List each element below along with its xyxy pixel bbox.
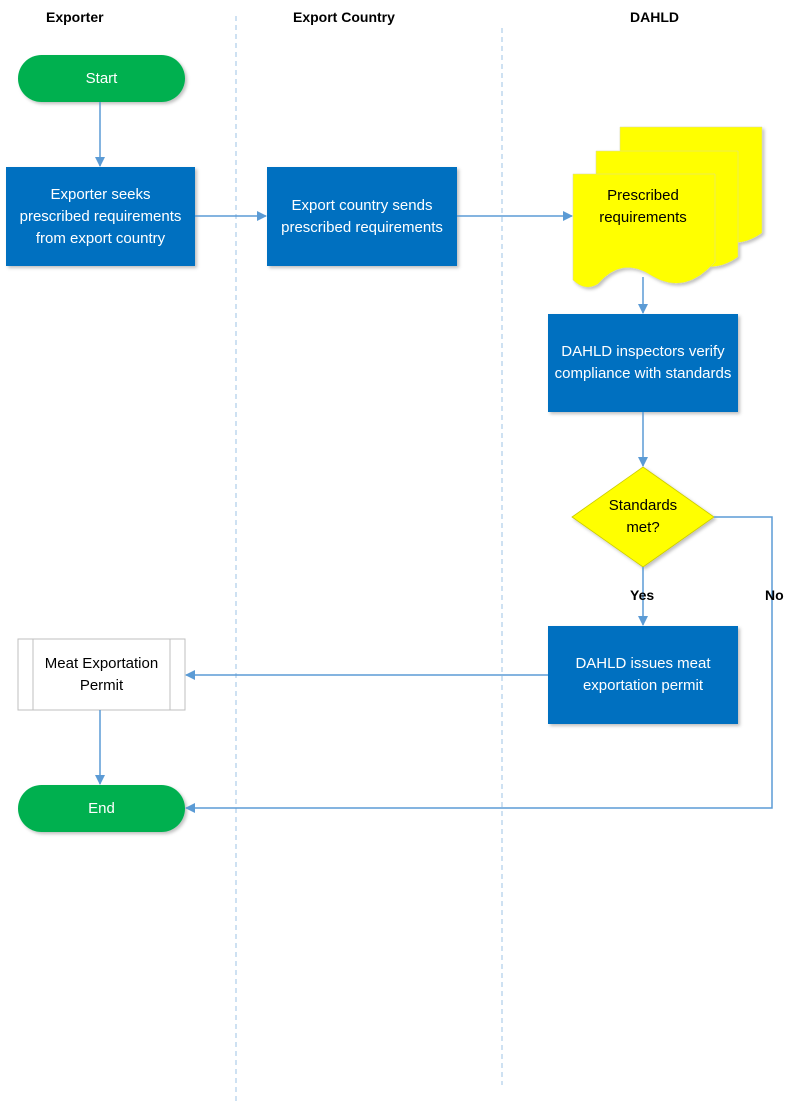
inspectors-verify-label: DAHLD inspectors verify compliance with … [554, 343, 732, 382]
no-label: No [765, 587, 784, 603]
exporter-seeks-process[interactable] [6, 167, 195, 266]
inspectors-verify-process[interactable] [548, 314, 738, 412]
permit-label: Meat Exportation Permit [44, 654, 159, 694]
country-sends-process[interactable] [267, 167, 457, 266]
prescribed-requirements-label: Prescribed requirements [599, 187, 687, 226]
decision-label: Standards met? [608, 497, 678, 536]
end-label: End [88, 799, 115, 817]
start-label: Start [85, 69, 118, 87]
exporter-seeks-label: Exporter seeks prescribed requirements f… [19, 185, 182, 247]
lane-title-exporter: Exporter [46, 9, 104, 25]
lane-title-export-country: Export Country [293, 9, 395, 25]
start-terminal[interactable] [18, 55, 185, 102]
prescribed-requirements-documents[interactable] [572, 126, 763, 288]
lane-title-dahld: DAHLD [630, 9, 679, 25]
yes-label: Yes [630, 587, 655, 603]
issues-permit-label: DAHLD issues meat exportation permit [575, 655, 711, 694]
issues-permit-process[interactable] [548, 626, 738, 724]
country-sends-label: Export country sends prescribed requirem… [281, 196, 443, 236]
end-terminal[interactable] [18, 785, 185, 832]
arrow-decision-no [185, 516, 773, 813]
